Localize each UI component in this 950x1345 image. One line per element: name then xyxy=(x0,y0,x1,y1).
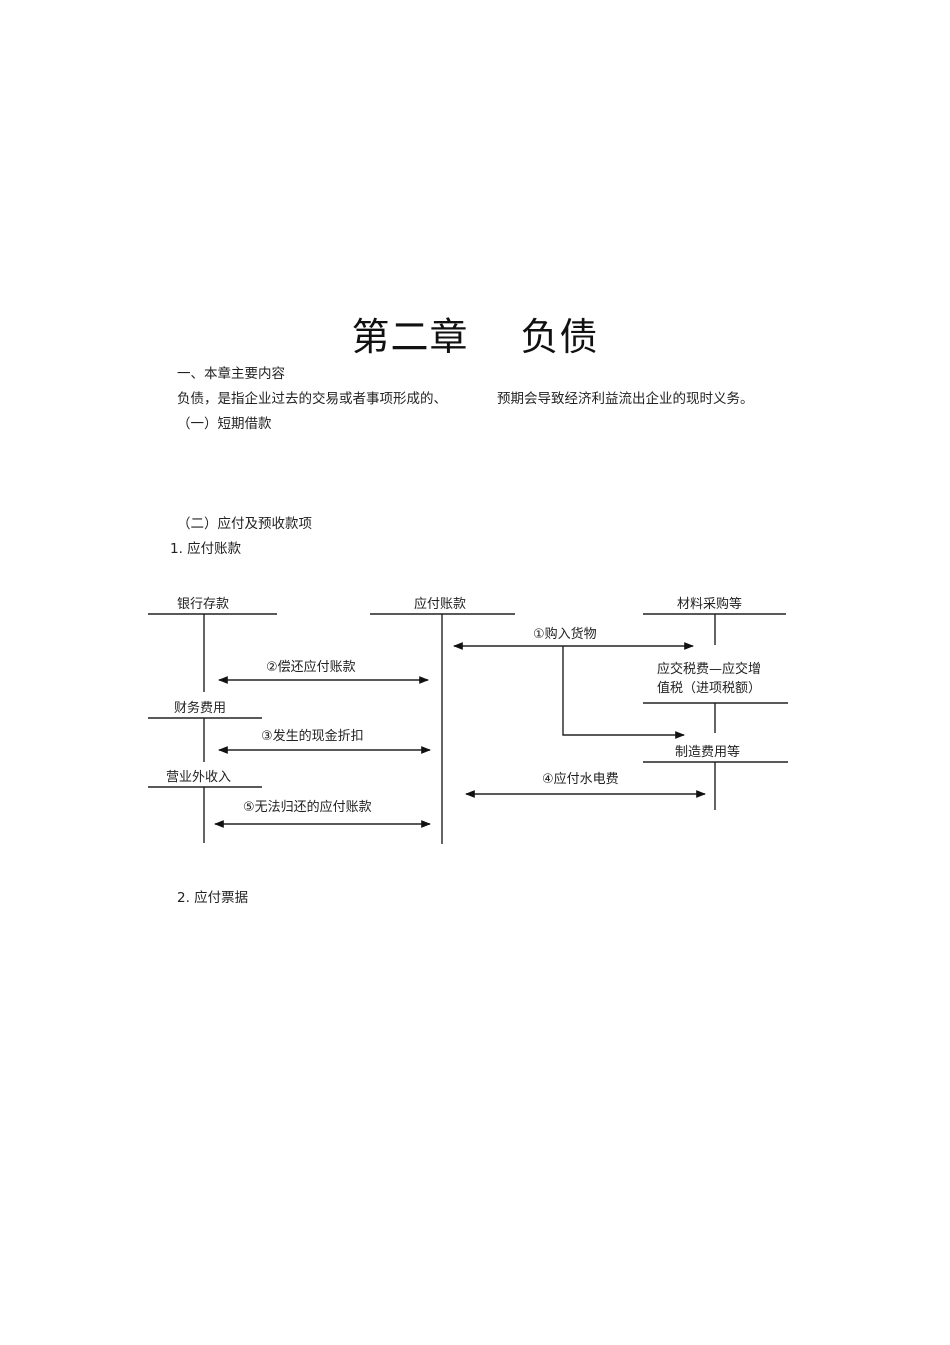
subsection-accounts-payable: 1. 应付账款 xyxy=(170,541,242,557)
liability-definition-part2: 预期会导致经济利益流出企业的现时义务。 xyxy=(497,391,754,407)
section-heading-main-content: 一、本章主要内容 xyxy=(177,366,285,382)
flow-label-utilities-payable: ④应付水电费 xyxy=(542,772,619,787)
section-heading-short-term-loans: （一）短期借款 xyxy=(177,416,272,432)
label-vat-input-line1: 应交税费—应交增 xyxy=(657,662,762,677)
flow-label-unpayable-accounts: ⑤无法归还的应付账款 xyxy=(243,800,372,815)
flow-label-purchase-goods: ①购入货物 xyxy=(533,627,597,642)
chapter-number: 第二章 xyxy=(351,315,469,359)
label-non-operating-income: 营业外收入 xyxy=(166,770,232,785)
label-bank-deposit: 银行存款 xyxy=(177,597,230,612)
label-financial-expenses: 财务费用 xyxy=(174,701,227,716)
label-vat-input-line2: 值税（进项税额） xyxy=(657,681,762,696)
chapter-title: 第二章 负债 xyxy=(0,306,950,361)
arrow-purchase-goods-branch xyxy=(562,646,685,739)
flow-label-cash-discount: ③发生的现金折扣 xyxy=(261,729,364,744)
label-material-purchase: 材料采购等 xyxy=(677,597,743,612)
subsection-notes-payable: 2. 应付票据 xyxy=(177,890,249,906)
section-heading-payables: （二）应付及预收款项 xyxy=(177,516,312,532)
label-manufacturing-overhead: 制造费用等 xyxy=(675,745,741,760)
label-accounts-payable: 应付账款 xyxy=(414,597,467,612)
flow-label-repay-payables: ②偿还应付账款 xyxy=(266,660,356,675)
liability-definition-part1: 负债，是指企业过去的交易或者事项形成的、 xyxy=(177,391,447,407)
chapter-name: 负债 xyxy=(520,315,599,359)
